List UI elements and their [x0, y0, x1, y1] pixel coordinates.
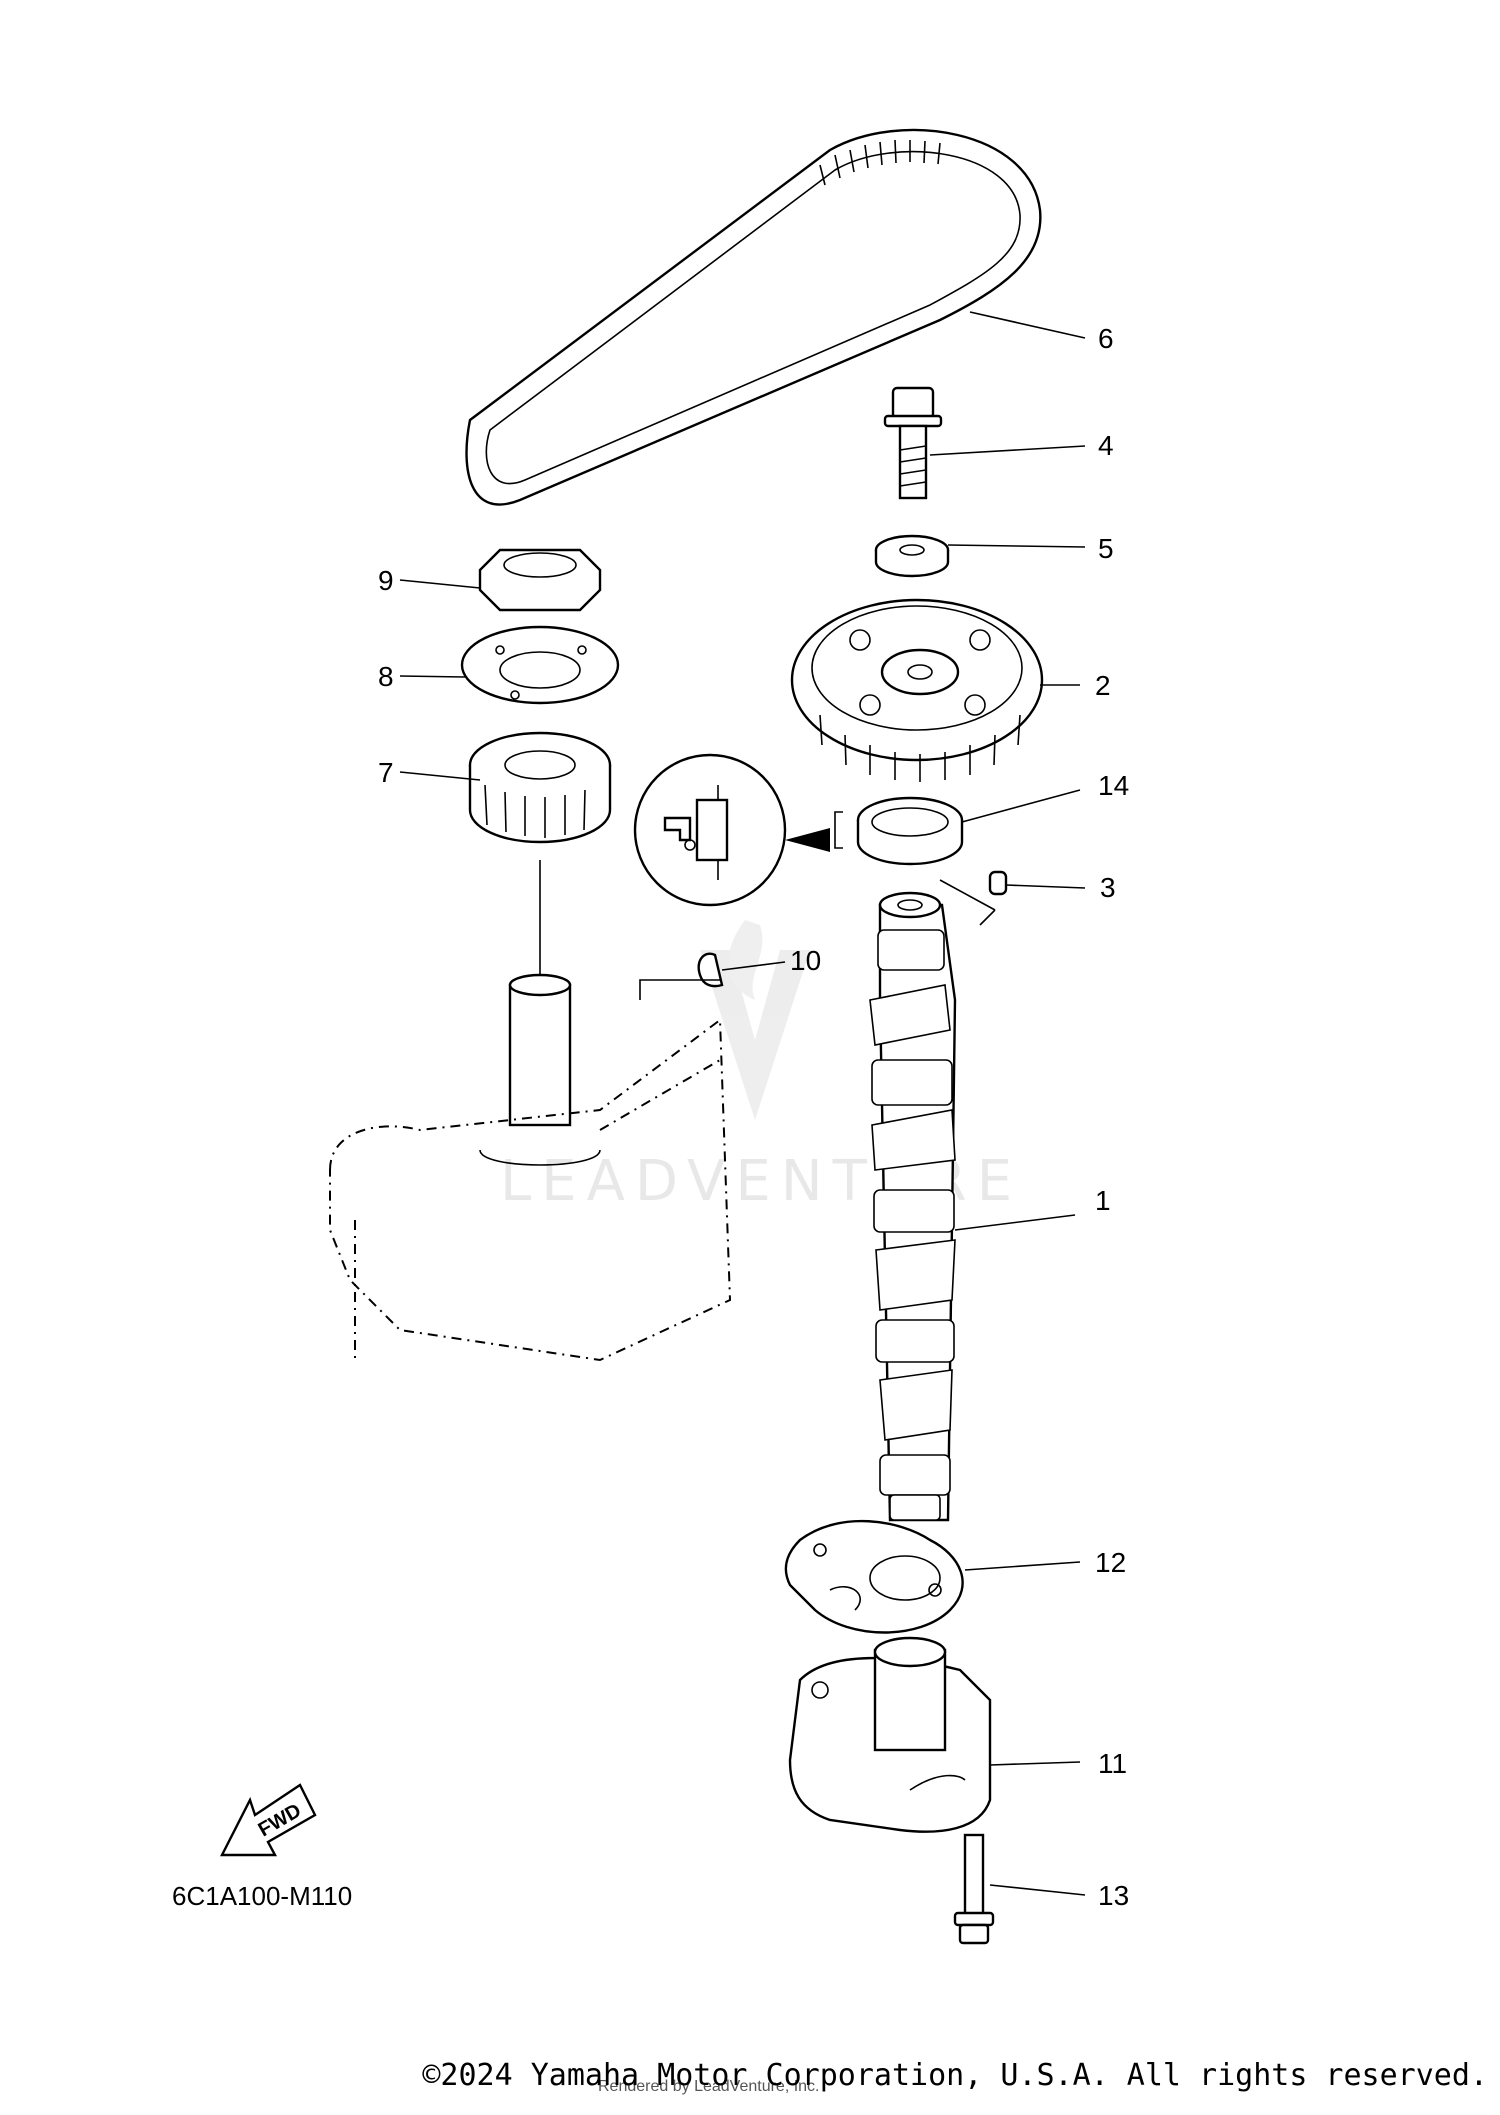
camshaft [869, 879, 996, 1522]
callout-6: 6 [1098, 323, 1114, 354]
timing-belt [465, 128, 1042, 506]
callout-8: 8 [378, 661, 394, 692]
callout-14: 14 [1098, 770, 1129, 801]
callout-5: 5 [1098, 533, 1114, 564]
diagram-code: 6C1A100-M110 [172, 1881, 352, 1911]
fwd-arrow: FWD [220, 1783, 317, 1857]
copyright-text: ©2024 Yamaha Motor Corporation, U.S.A. A… [422, 2058, 1488, 2093]
plate [460, 625, 620, 705]
oil-seal-detail-view [633, 753, 830, 907]
woodruff-key [697, 952, 724, 988]
callout-10: 10 [790, 945, 821, 976]
dowel-pin [988, 870, 1008, 896]
callout-7: 7 [378, 757, 394, 788]
callout-2: 2 [1095, 670, 1111, 701]
crankshaft-drive-pulley [468, 731, 612, 844]
callout-4: 4 [1098, 430, 1114, 461]
callout-9: 9 [378, 565, 394, 596]
oil-pump-bolt [953, 1833, 995, 1945]
oil-seal [834, 796, 964, 866]
camshaft-pulley [790, 598, 1044, 782]
crankshaft-nut [478, 548, 602, 612]
callout-11: 11 [1098, 1748, 1127, 1779]
leader-lines [399, 311, 1086, 1896]
callout-1: 1 [1095, 1185, 1111, 1216]
oil-pump [788, 1636, 992, 1833]
crankcase-phantom [329, 973, 732, 1362]
callout-12: 12 [1095, 1547, 1126, 1578]
callout-13: 13 [1098, 1880, 1129, 1911]
washer [874, 534, 950, 578]
rendered-by-text: Rendered by LeadVenture, Inc. [598, 2078, 820, 2095]
callout-3: 3 [1100, 872, 1116, 903]
camshaft-pulley-bolt [883, 386, 943, 500]
oil-pump-gasket [784, 1519, 964, 1634]
